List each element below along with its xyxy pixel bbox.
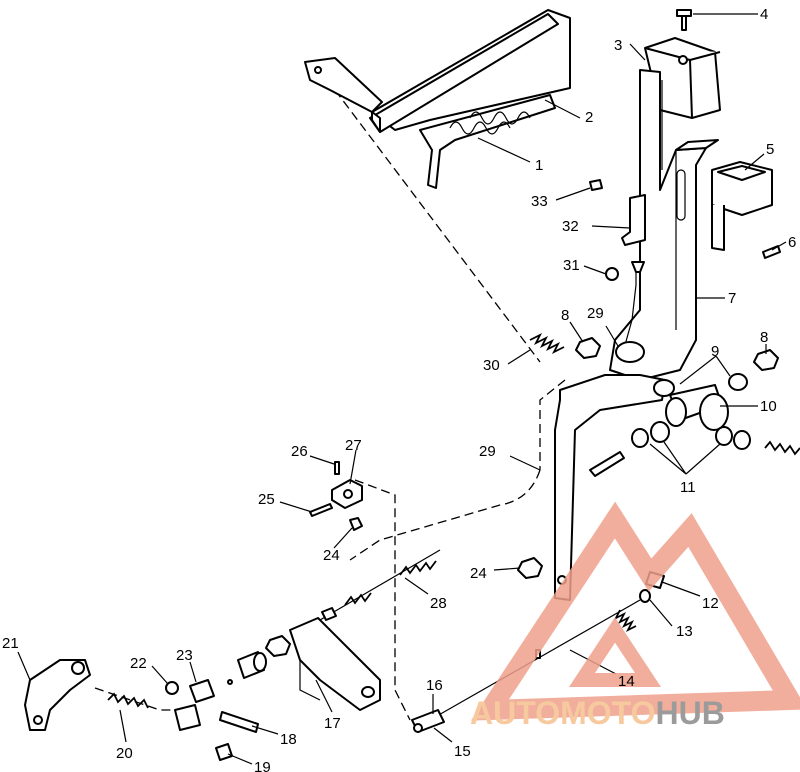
callout-label: 14 bbox=[618, 673, 635, 690]
callout-label: 3 bbox=[614, 37, 622, 54]
callout-label: 31 bbox=[563, 257, 580, 274]
nut-icon bbox=[165, 681, 179, 695]
callout-label: 10 bbox=[760, 398, 777, 415]
callout-label: 4 bbox=[760, 6, 768, 23]
callout-label: 29 bbox=[587, 305, 604, 322]
callout-label: 13 bbox=[676, 623, 693, 640]
callout-label: 28 bbox=[430, 595, 447, 612]
spring-icon bbox=[107, 692, 149, 709]
handle-cap bbox=[644, 37, 721, 119]
nut-icon bbox=[575, 337, 601, 359]
handle-bracket bbox=[711, 161, 773, 251]
callout-label: 33 bbox=[531, 193, 548, 210]
callout-label: 30 bbox=[483, 357, 500, 374]
clevis-block bbox=[174, 679, 233, 731]
callout-label: 23 bbox=[176, 647, 193, 664]
washer-icon bbox=[605, 267, 619, 281]
seat-bracket-assembly bbox=[304, 9, 571, 189]
bushing-icon bbox=[237, 651, 267, 679]
watermark-text-part2: HUB bbox=[655, 695, 724, 731]
callout-label: 25 bbox=[258, 491, 275, 508]
rod-end-icon bbox=[413, 723, 423, 733]
mount-plate bbox=[621, 194, 646, 246]
callout-label: 26 bbox=[291, 443, 308, 460]
screw-icon bbox=[676, 9, 692, 31]
callout-label: 1 bbox=[535, 157, 543, 174]
callout-label: 6 bbox=[788, 234, 796, 251]
watermark-text-part1: AUTOMOTO bbox=[470, 695, 655, 731]
svg-text:AUTOMOTOHUB: AUTOMOTOHUB bbox=[470, 695, 725, 731]
callout-label: 18 bbox=[280, 731, 297, 748]
nut-icon bbox=[265, 635, 291, 657]
dashed-link-line bbox=[539, 379, 566, 470]
callout-label: 5 bbox=[766, 141, 774, 158]
nut-icon bbox=[753, 349, 779, 371]
callout-label: 17 bbox=[324, 715, 341, 732]
dashed-link-line bbox=[349, 469, 541, 561]
callout-label: 32 bbox=[562, 218, 579, 235]
screw-icon bbox=[762, 245, 781, 259]
callout-label: 22 bbox=[130, 655, 147, 672]
cable-bracket bbox=[289, 617, 381, 711]
callout-label: 8 bbox=[760, 329, 768, 346]
pivot-bracket bbox=[309, 461, 363, 531]
callout-label: 8 bbox=[561, 307, 569, 324]
nut-icon bbox=[517, 557, 543, 579]
callout-label: 7 bbox=[728, 290, 736, 307]
callout-label: 27 bbox=[345, 437, 362, 454]
callout-label: 24 bbox=[323, 547, 340, 564]
dashed-link-line bbox=[334, 89, 541, 363]
callout-label: 11 bbox=[680, 479, 696, 496]
cable-loop bbox=[615, 341, 645, 363]
callout-label: 12 bbox=[702, 595, 719, 612]
callout-label: 15 bbox=[454, 743, 471, 760]
pin-icon bbox=[631, 261, 645, 273]
callout-label: 16 bbox=[426, 677, 443, 694]
bushing-assembly bbox=[631, 373, 751, 450]
bolt-icon bbox=[764, 440, 800, 456]
spring-icon bbox=[529, 332, 565, 355]
callout-labels: 1 2 3 4 5 6 7 8 8 9 10 11 12 13 14 15 16… bbox=[2, 6, 796, 772]
bolt-icon bbox=[219, 711, 259, 733]
nut-icon bbox=[215, 743, 233, 761]
leader-lines bbox=[17, 13, 787, 765]
callout-label: 9 bbox=[711, 343, 719, 360]
control-cable bbox=[319, 549, 441, 621]
callout-label: 2 bbox=[585, 109, 593, 126]
callout-label: 21 bbox=[2, 635, 19, 652]
dashed-link-line bbox=[354, 479, 411, 721]
callout-label: 20 bbox=[116, 745, 133, 762]
pivot-arm bbox=[24, 659, 91, 731]
callout-label: 24 bbox=[470, 565, 487, 582]
bolt-icon bbox=[589, 179, 603, 191]
bolt-icon bbox=[589, 451, 625, 477]
callout-label: 29 bbox=[479, 443, 496, 460]
lever-arm bbox=[609, 69, 719, 381]
callout-label: 19 bbox=[254, 759, 271, 772]
watermark-logo: AUTOMOTOHUB bbox=[470, 501, 800, 731]
